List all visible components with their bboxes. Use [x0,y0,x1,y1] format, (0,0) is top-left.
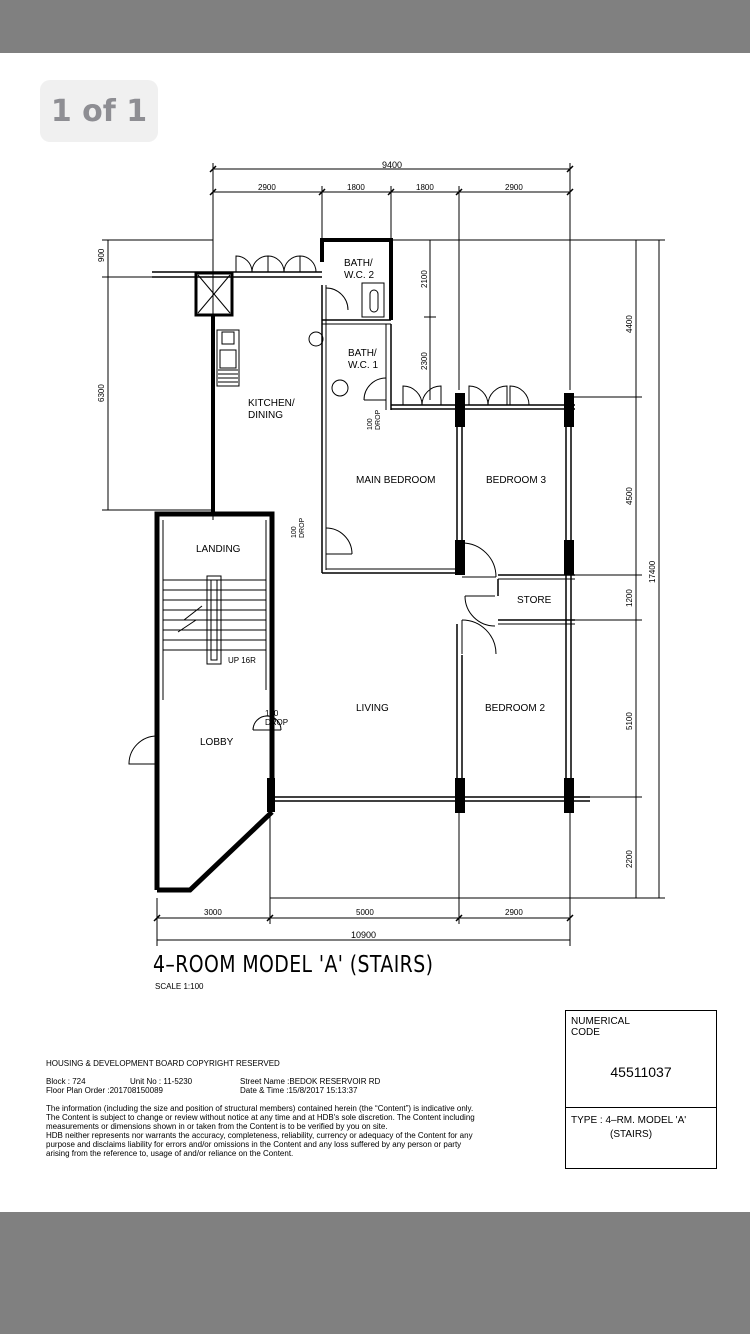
numerical-code-value: 45511037 [610,1064,672,1080]
dim-right-3: 1200 [625,589,634,607]
hdb-copyright: HOUSING & DEVELOPMENT BOARD COPYRIGHT RE… [46,1059,280,1068]
room-bath2-line2: W.C. 2 [344,270,374,281]
hdb-datetime: Date & Time :15/8/2017 15:13:37 [240,1086,358,1095]
room-landing: LANDING [196,544,241,555]
numerical-code-box: NUMERICAL CODE 45511037 TYPE : 4–RM. MOD… [565,1010,717,1169]
dim-top-2: 1800 [347,183,365,192]
dim-left-1: 900 [97,248,106,262]
dim-right-4: 5100 [625,712,634,730]
dim-right-1: 4400 [625,315,634,333]
dim-bottom-2: 5000 [356,908,374,917]
drop-landing-value: 100 [291,526,298,538]
hdb-disclaimer-2: HDB neither represents nor warrants the … [46,1131,473,1158]
room-bath1-line1: BATH/ [348,348,377,359]
room-living: LIVING [356,703,389,714]
dim-top-total: 9400 [382,160,402,170]
room-store: STORE [517,595,552,606]
dim-top-4: 2900 [505,183,523,192]
room-main-bedroom: MAIN BEDROOM [356,475,435,486]
plan-scale: SCALE 1:100 [155,982,204,991]
room-bath1-line2: W.C. 1 [348,360,378,371]
flat-type-line1: TYPE : 4–RM. MODEL 'A' [571,1115,687,1126]
dim-right-total: 17400 [648,560,657,583]
hdb-street: Street Name :BEDOK RESERVOIR RD [240,1077,381,1086]
stair-up-label: UP 16R [228,656,256,665]
hdb-order: Floor Plan Order :201708150089 [46,1086,163,1095]
room-bedroom2: BEDROOM 2 [485,703,545,714]
floor-plan: 9400 2900 1800 1800 2900 900 6300 2100 2… [97,160,665,946]
hdb-info-block: HOUSING & DEVELOPMENT BOARD COPYRIGHT RE… [46,1059,476,1158]
room-kitchen-line2: DINING [248,410,283,421]
drop-lobby-label: DROP [265,718,288,727]
code-box-divider [566,1107,716,1108]
dim-right-5: 2200 [625,850,634,868]
dim-top-1: 2900 [258,183,276,192]
room-bath2-line1: BATH/ [344,258,373,269]
drop-lobby-value: 100 [265,709,279,718]
hdb-unit: Unit No : 11-5230 [130,1077,193,1086]
plan-title: 4–ROOM MODEL 'A' (STAIRS) [153,952,434,978]
dim-right-2: 4500 [625,487,634,505]
hdb-disclaimer-1: The information (including the size and … [46,1104,475,1131]
page-counter: 1 of 1 [40,80,158,142]
drop-landing-label: DROP [299,517,306,538]
dim-mid-2: 2300 [420,352,429,370]
dim-bottom-3: 2900 [505,908,523,917]
dim-bottom-total: 10900 [351,930,376,940]
dim-left-2: 6300 [97,384,106,402]
document-page [0,53,750,1212]
numerical-code-label: NUMERICAL CODE [571,1016,630,1038]
drop-kitchen-label: DROP [375,409,382,430]
drop-kitchen-value: 100 [367,418,374,430]
dim-bottom-1: 3000 [204,908,222,917]
dim-top-3: 1800 [416,183,434,192]
dim-mid-1: 2100 [420,270,429,288]
room-bedroom3: BEDROOM 3 [486,475,546,486]
room-lobby: LOBBY [200,737,234,748]
flat-type-line2: (STAIRS) [610,1129,653,1140]
hdb-block: Block : 724 [46,1077,86,1086]
room-kitchen-line1: KITCHEN/ [248,398,295,409]
